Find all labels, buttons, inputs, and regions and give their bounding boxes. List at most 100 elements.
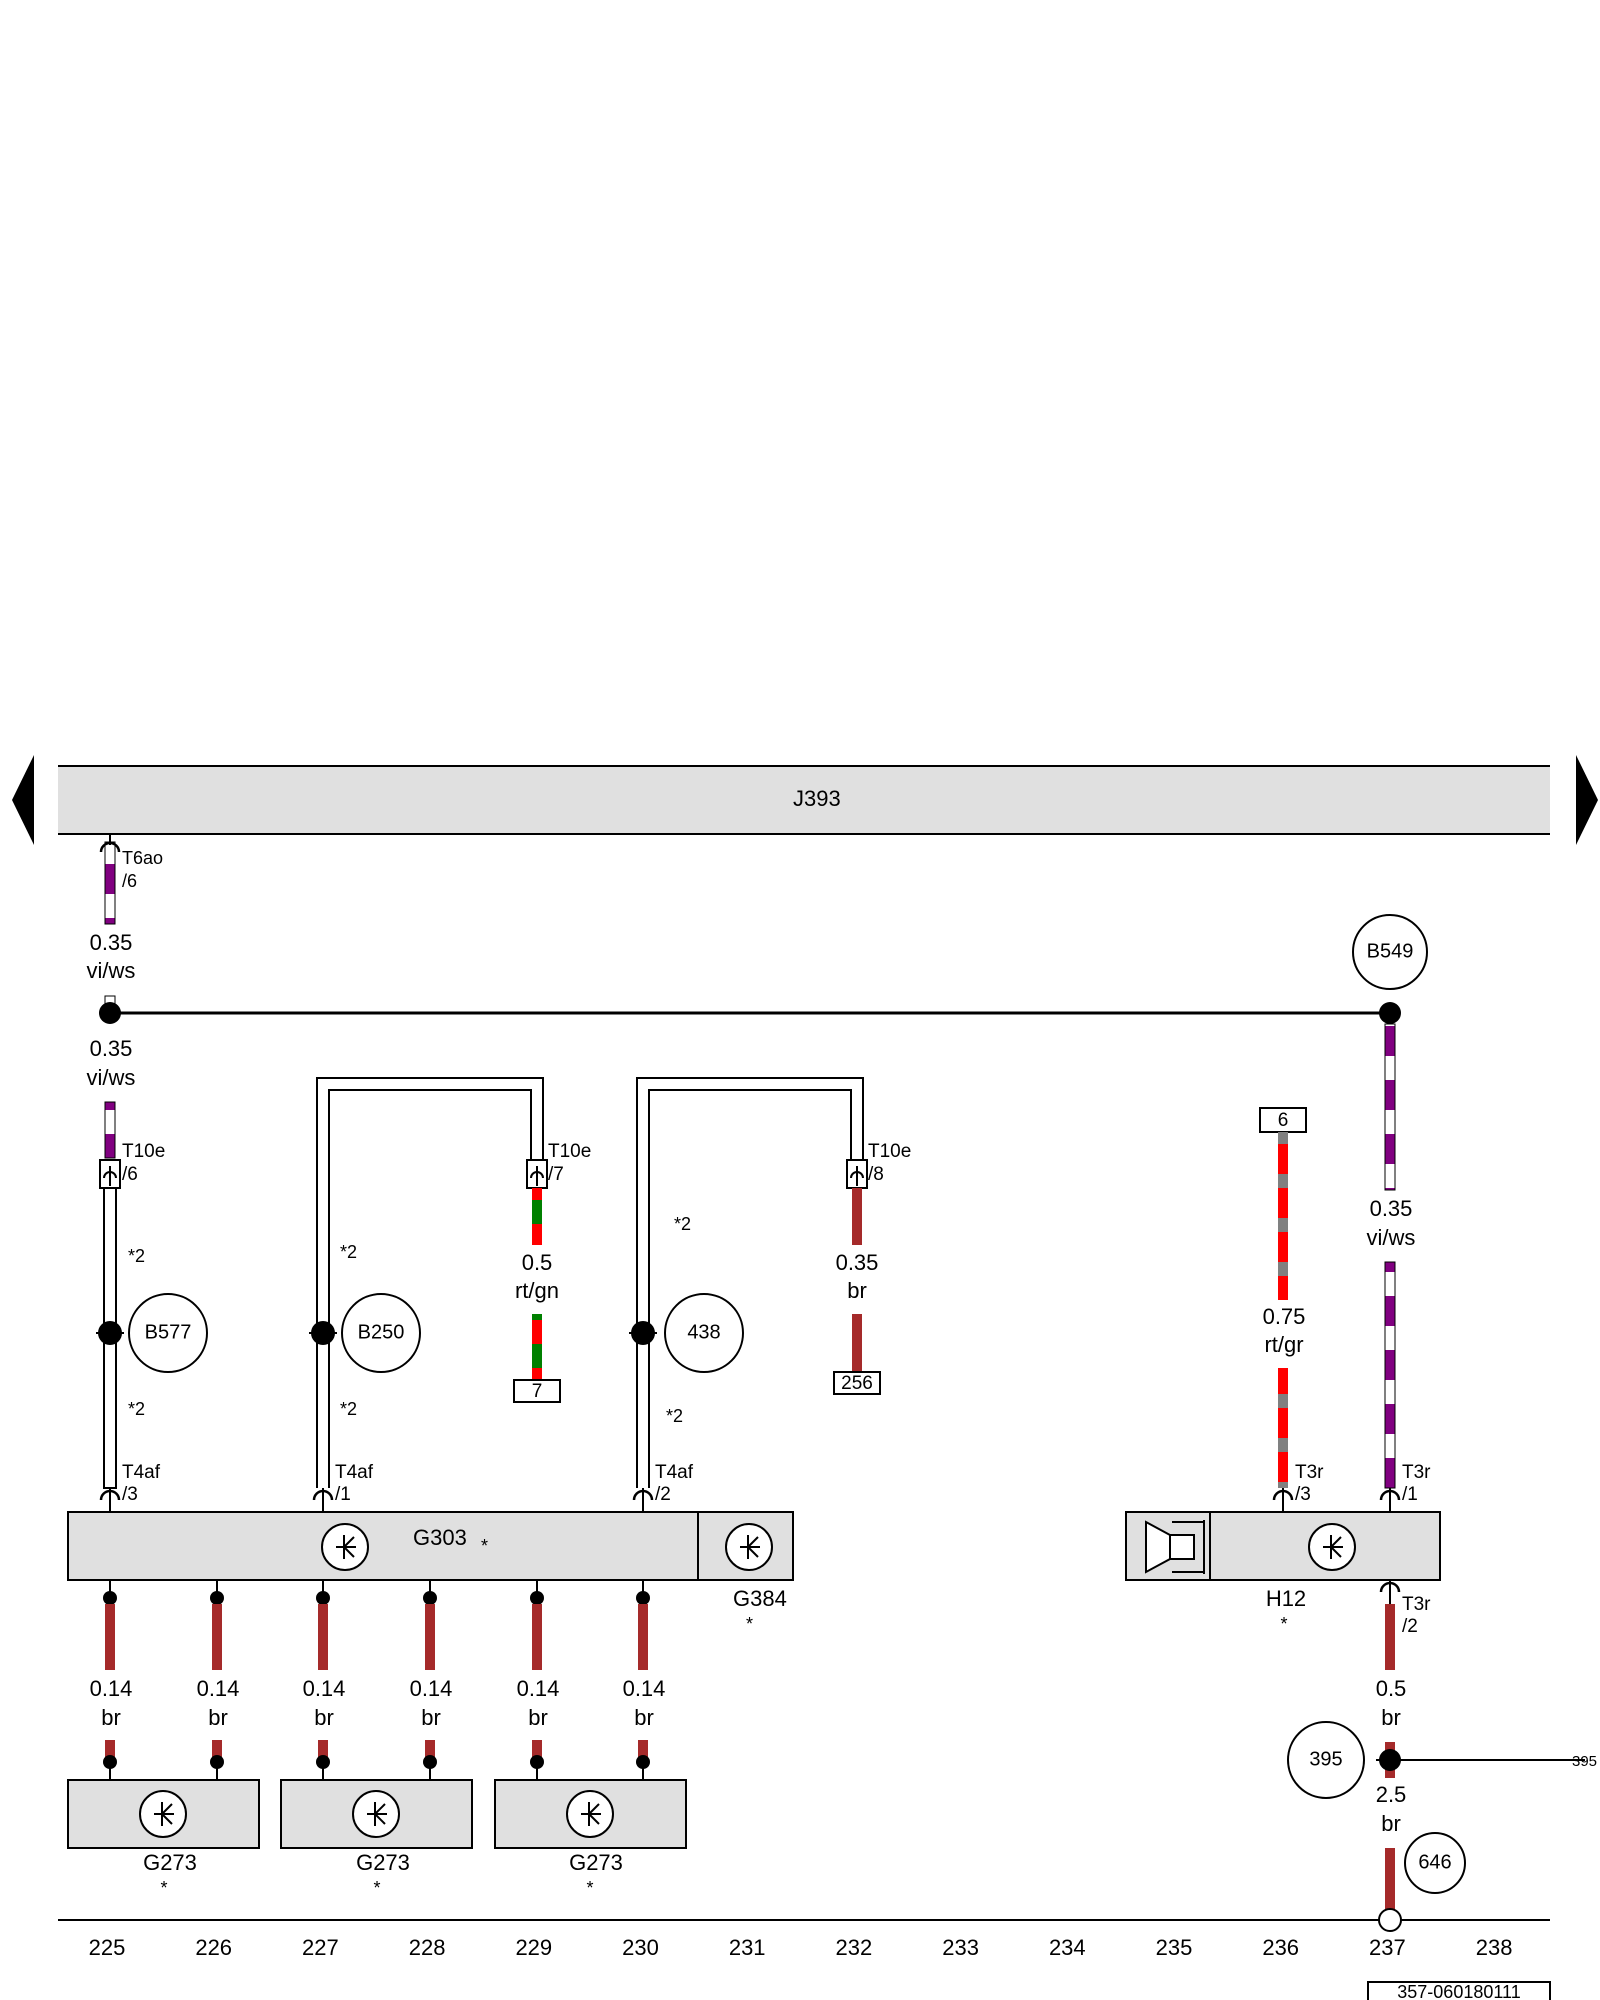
component-g273-a [67, 1779, 260, 1849]
wire-segment [1278, 1132, 1288, 1300]
scale-number: 230 [622, 1935, 659, 1960]
scale-number: 226 [195, 1935, 232, 1960]
scale-number: 232 [836, 1935, 873, 1960]
scale-number: 238 [1476, 1935, 1513, 1960]
sensor-symbol-icon [725, 1523, 773, 1571]
scale-number: 234 [1049, 1935, 1086, 1960]
component-g384-label: G384 [733, 1586, 787, 1611]
ground-point [1378, 1908, 1402, 1932]
component-g303-box [67, 1511, 699, 1581]
doc-number: 357-060180111 [1397, 1982, 1520, 2000]
connector-t6ao-pin: /6 [122, 871, 137, 891]
arrow-right-icon[interactable] [1576, 755, 1598, 845]
connector-t10e-6-name: T10e [122, 1141, 165, 1162]
component-g303-label: G303 [413, 1525, 467, 1550]
connector-t3r-1-name: T3r [1402, 1462, 1431, 1483]
connector-t10e-7-name: T10e [548, 1141, 591, 1162]
note-text: *2 [666, 1406, 683, 1426]
component-h12-label: H12 [1266, 1586, 1306, 1611]
wire-color: br [847, 1278, 867, 1303]
component-g273-c [494, 1779, 687, 1849]
component-g384-note: * [746, 1614, 753, 1634]
wire-segment [852, 1314, 862, 1372]
connector-t4af-3-name: T4af [122, 1462, 161, 1483]
sensor-symbol-icon [352, 1790, 400, 1838]
shielded-loop [316, 1077, 544, 1488]
connector-t3r-2-pin: /2 [1402, 1616, 1418, 1637]
wire-color: br [421, 1705, 441, 1730]
wire-size: 0.35 [90, 930, 133, 955]
wire-color: vi/ws [1367, 1225, 1416, 1250]
scale-number: 231 [729, 1935, 766, 1960]
wire-size: 0.14 [517, 1676, 560, 1701]
component-g273-b [280, 1779, 473, 1849]
wire-color: br [208, 1705, 228, 1730]
wire-color: rt/gn [515, 1278, 559, 1303]
splice-b577-marker [128, 1293, 208, 1373]
connector-t10e-8-name: T10e [868, 1141, 911, 1162]
connector-t10e-7-pin: /7 [548, 1164, 564, 1185]
wire-size: 0.14 [410, 1676, 453, 1701]
splice-395-marker [1287, 1721, 1365, 1799]
connector-t3r-2-name: T3r [1402, 1594, 1431, 1615]
wire-size: 0.14 [90, 1676, 133, 1701]
splice-646-label: 646 [1418, 1851, 1451, 1873]
wire-segment [852, 1188, 862, 1245]
wire-segment [1385, 1848, 1395, 1912]
sensor-symbol-icon [1308, 1523, 1356, 1571]
wire-size: 0.35 [836, 1250, 879, 1275]
wire-size: 0.75 [1263, 1304, 1306, 1329]
wire-color: br [101, 1705, 121, 1730]
wire-segment [104, 1101, 116, 1159]
scale-number: 225 [89, 1935, 126, 1960]
splice-b549-label: B549 [1367, 940, 1414, 962]
continuation-reference: 395 [1572, 1753, 1597, 1770]
horn-symbol-icon [1145, 1520, 1205, 1574]
ground-wires [103, 1580, 650, 1780]
component-g303-note: * [481, 1536, 488, 1556]
reference-label: 6 [1278, 1110, 1289, 1131]
reference-label: 256 [841, 1373, 873, 1394]
component-g273-c-label: G273 [569, 1850, 623, 1875]
component-h12-note: * [1280, 1614, 1287, 1634]
connector-t3r-3-name: T3r [1295, 1462, 1324, 1483]
splice-b250-label: B250 [358, 1321, 405, 1343]
wire-color: rt/gr [1264, 1332, 1303, 1357]
wire-size: 0.5 [1376, 1676, 1407, 1701]
connector-t4af-1-pin: /1 [335, 1484, 351, 1505]
arrow-left-icon[interactable] [12, 755, 34, 845]
splice-438-label: 438 [687, 1321, 720, 1343]
wire-size: 0.35 [1370, 1196, 1413, 1221]
note-text: *2 [340, 1399, 357, 1419]
sensor-symbol-icon [321, 1523, 369, 1571]
reference-box [1259, 1107, 1307, 1133]
connector-t10e-8-pin: /8 [868, 1164, 884, 1185]
scale-number: 227 [302, 1935, 339, 1960]
sensor-symbol-icon [566, 1790, 614, 1838]
wire-color: br [314, 1705, 334, 1730]
reference-box [833, 1371, 881, 1395]
connector-t3r-3-pin: /3 [1295, 1484, 1311, 1505]
scale-number: 237 [1369, 1935, 1406, 1960]
junction-dot [1379, 1002, 1401, 1024]
component-g273-c-note: * [586, 1878, 593, 1898]
wire-color: br [1381, 1705, 1401, 1730]
wire-segment [1385, 1604, 1395, 1670]
splice-b250-marker [341, 1293, 421, 1373]
control-unit-j393: J393 [58, 765, 1550, 835]
component-g273-b-note: * [373, 1878, 380, 1898]
note-text: *2 [128, 1246, 145, 1266]
connector-t4af-1-name: T4af [335, 1462, 374, 1483]
scale-number: 228 [409, 1935, 446, 1960]
connector-t6ao-name: T6ao [122, 848, 163, 868]
component-g273-a-label: G273 [143, 1850, 197, 1875]
splice-b549-marker [1352, 914, 1428, 990]
shielded-loop [636, 1077, 864, 1488]
wire-segment [1384, 1261, 1396, 1489]
wire-color: br [528, 1705, 548, 1730]
connector-t4af-3-pin: /3 [122, 1484, 138, 1505]
splice-395-label: 395 [1309, 1748, 1342, 1770]
scale-number: 233 [942, 1935, 979, 1960]
